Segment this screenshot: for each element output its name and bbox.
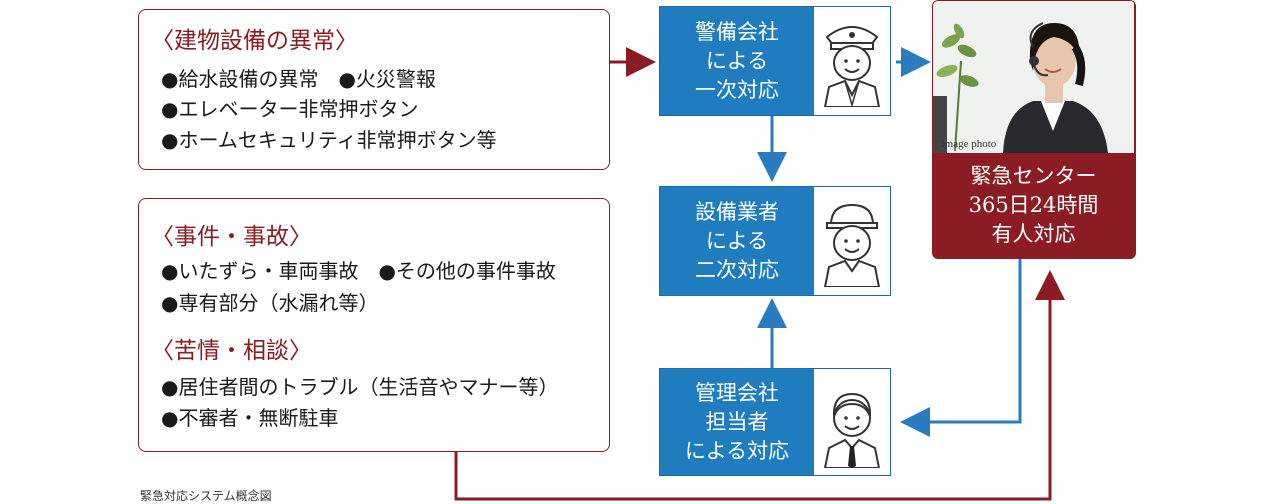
operator-photo: [933, 1, 1134, 153]
security-company-box: 警備会社 による 一次対応: [659, 6, 891, 116]
security-company-label: 警備会社 による 一次対応: [660, 7, 814, 115]
incidents-heading: 〈事件・事故〉: [151, 224, 312, 250]
worker-helmet-icon: [814, 187, 890, 295]
complaints-heading: 〈苦情・相談〉: [151, 338, 312, 364]
incidents-item-2: ●専有部分（水漏れ等）: [161, 291, 379, 315]
figure-caption: 緊急対応システム概念図: [140, 489, 272, 503]
security-line-2: による: [705, 48, 769, 73]
equipment-line-1: 設備業者: [695, 199, 779, 224]
building-item-3: ●ホームセキュリティ非常押ボタン等: [161, 128, 497, 152]
building-item-2: ●エレベーター非常押ボタン: [161, 97, 419, 121]
photo-caption: Image photo: [941, 138, 997, 150]
management-company-label: 管理会社 担当者 による対応: [660, 369, 814, 475]
equipment-contractor-box: 設備業者 による 二次対応: [659, 186, 891, 296]
security-line-3: 一次対応: [695, 77, 779, 102]
building-item-1: ●給水設備の異常 ●火災警報: [161, 67, 436, 91]
incidents-item-1: ●いたずら・車両事故 ●その他の事件事故: [161, 259, 556, 283]
management-line-1: 管理会社: [695, 380, 779, 405]
arrow-center-to-management: [900, 259, 1022, 437]
complaints-item-2: ●不審者・無断駐車: [161, 406, 339, 430]
center-line-1: 緊急センター: [970, 163, 1097, 188]
equipment-line-2: による: [705, 228, 769, 253]
security-guard-icon: [814, 7, 890, 115]
building-equipment-box: 〈建物設備の異常〉 ●給水設備の異常 ●火災警報 ●エレベーター非常押ボタン ●…: [138, 9, 610, 170]
staff-person-icon: [814, 369, 890, 475]
center-line-3: 有人対応: [991, 221, 1076, 246]
equipment-line-3: 二次対応: [695, 257, 779, 282]
management-line-2: 担当者: [705, 409, 769, 434]
emergency-center-label: 緊急センター 365日24時間 有人対応: [933, 153, 1134, 257]
arrow-incidents-to-center: [454, 270, 1065, 501]
emergency-center-box: Image photo 緊急センター 365日24時間 有人対応: [932, 0, 1136, 259]
building-equipment-heading: 〈建物設備の異常〉: [151, 28, 358, 54]
complaints-item-1: ●居住者間のトラブル（生活音やマナー等）: [161, 375, 559, 399]
security-line-1: 警備会社: [695, 19, 779, 44]
incidents-box: 〈事件・事故〉 ●いたずら・車両事故 ●その他の事件事故 ●専有部分（水漏れ等）…: [138, 198, 610, 452]
management-line-3: による対応: [684, 438, 790, 463]
equipment-contractor-label: 設備業者 による 二次対応: [660, 187, 814, 295]
management-company-box: 管理会社 担当者 による対応: [659, 368, 891, 476]
center-line-2: 365日24時間: [968, 192, 1099, 217]
